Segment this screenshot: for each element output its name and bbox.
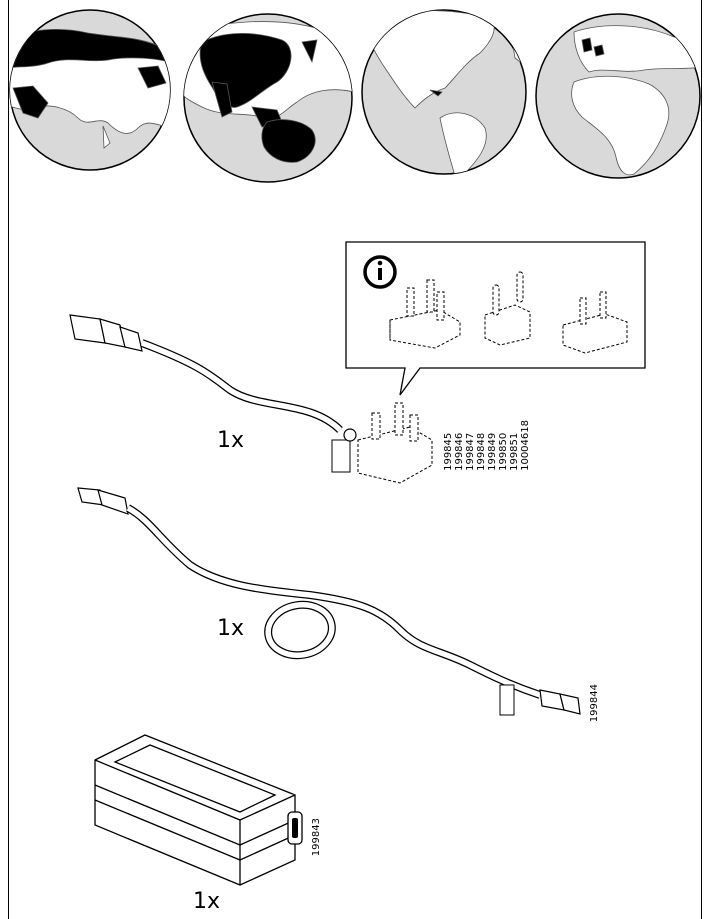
globe-americas-icon — [361, 9, 527, 175]
article-number: 10004618 — [520, 420, 531, 471]
article-number: 199848 — [476, 432, 487, 471]
article-number: 199846 — [454, 432, 465, 471]
info-box — [345, 241, 646, 396]
left-border — [8, 0, 9, 919]
article-number: 199849 — [487, 432, 498, 471]
article-number: 199850 — [498, 432, 509, 471]
article-number: 199845 — [443, 432, 454, 471]
globe-asia-pacific-icon — [183, 13, 353, 183]
item-quantity: 1x — [217, 428, 245, 453]
extension-cable-icon — [77, 487, 581, 716]
article-number: 199843 — [311, 818, 322, 857]
item-quantity: 1x — [193, 889, 221, 914]
article-numbers-plug: 199845 199846 199847 199848 199849 19985… — [443, 420, 531, 471]
info-icon — [363, 255, 397, 289]
globe-europe-africa-icon — [535, 13, 701, 179]
article-number: 199847 — [465, 432, 476, 471]
plug-cable-icon — [69, 314, 433, 484]
globe-asia-middle-east-icon — [9, 9, 171, 171]
right-border — [701, 0, 702, 919]
item-quantity: 1x — [217, 616, 245, 641]
article-number: 199851 — [509, 432, 520, 471]
power-adapter-icon — [94, 734, 303, 886]
article-number: 199844 — [589, 684, 600, 723]
